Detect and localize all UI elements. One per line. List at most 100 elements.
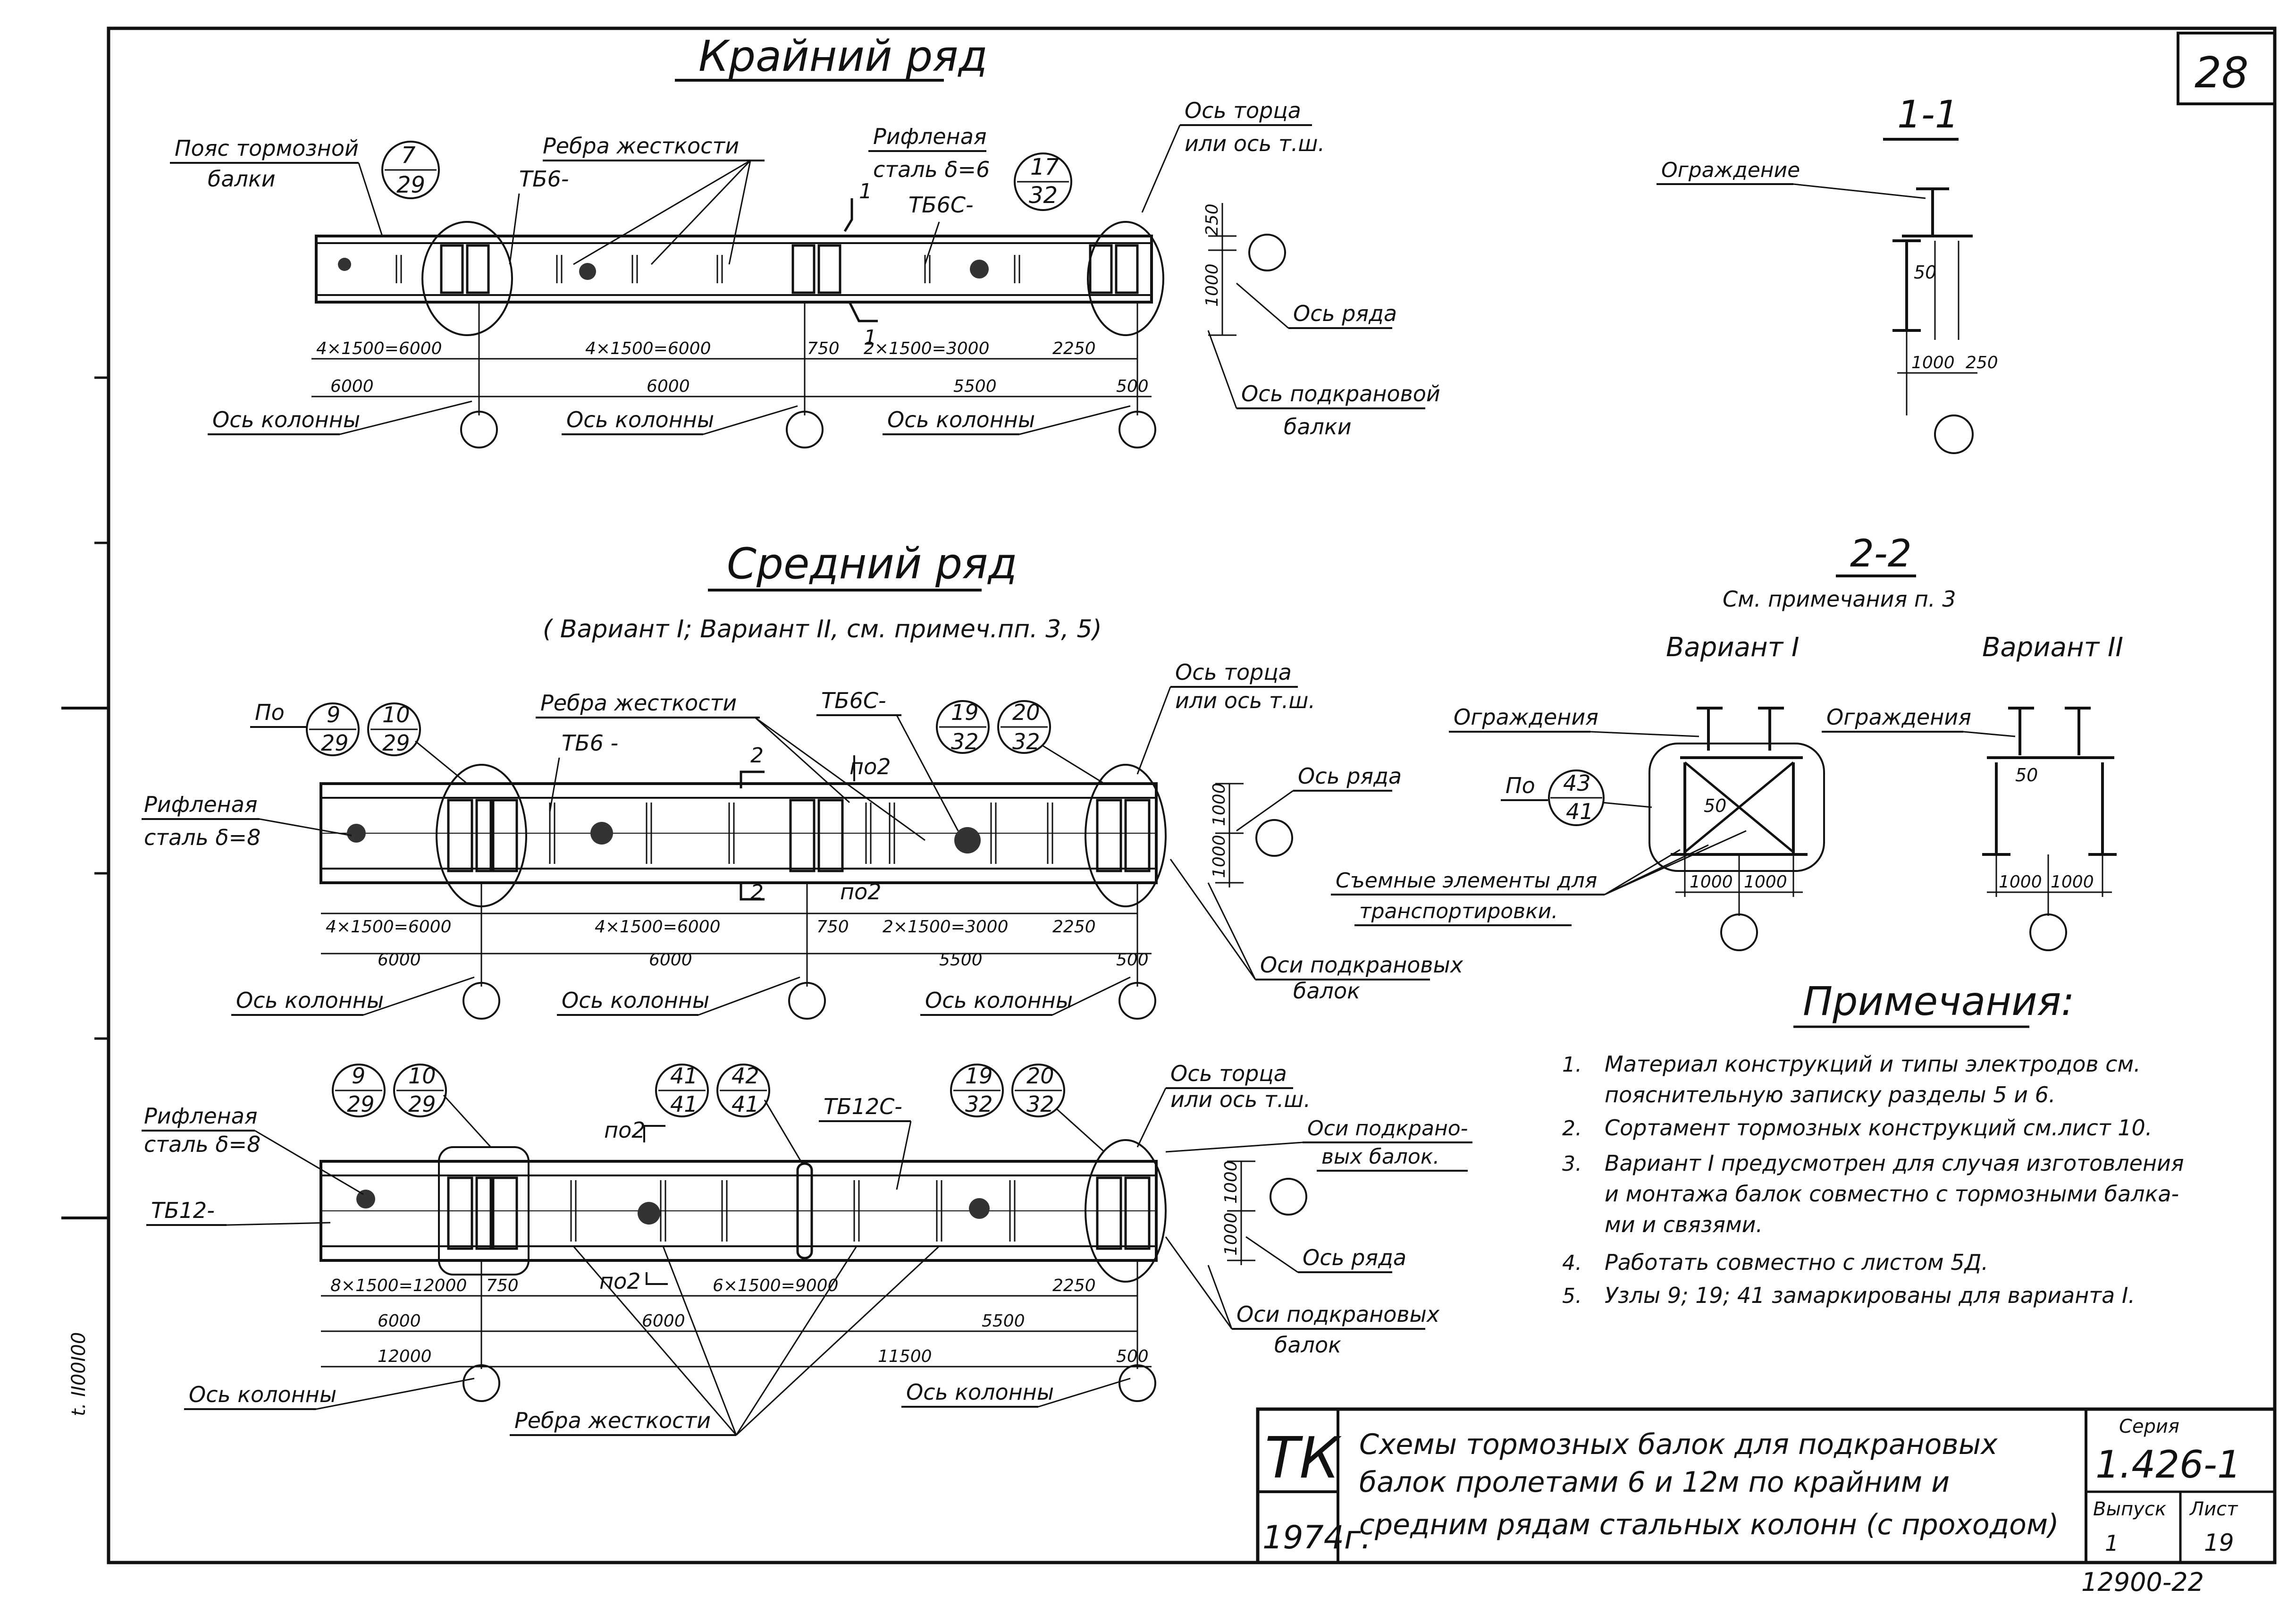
long-dim-top-1: 8×1500=12000 (330, 1276, 467, 1295)
edge-dim-bot-1: 6000 (330, 377, 374, 396)
node-callout-20-32-b: 20 32 (1011, 1063, 1065, 1117)
edge-row-title: Крайний ряд (698, 32, 988, 81)
mid-dim-top-1: 4×1500=6000 (326, 917, 451, 937)
section-2-2: 2-2 См. примечания п. 3 Вариант I Вариан… (1331, 532, 2123, 951)
note-number: 4. (1562, 1251, 1582, 1275)
long-col-axis-2: Ось колонны (906, 1379, 1054, 1405)
node-callout-19-32: 19 32 (936, 700, 990, 754)
section-2-2-fence-1: Ограждения (1454, 704, 1598, 730)
long-dim-top-3: 6×1500=9000 (713, 1276, 838, 1295)
edge-dim-top-2: 4×1500=6000 (585, 339, 711, 358)
long-tb12-label: ТБ12- (151, 1198, 215, 1223)
note-line: пояснительную записку разделы 5 и 6. (1605, 1082, 2056, 1107)
edge-dim-bot-2: 6000 (647, 377, 690, 396)
note-line: Вариант I предусмотрен для случая изгото… (1605, 1150, 2184, 1176)
axis-bubbles (460, 234, 1286, 448)
edge-belt-label: Пояс тормозной (175, 135, 359, 161)
mid-dim-top-4: 2×1500=3000 (883, 917, 1008, 937)
mid-dim-top-3: 750 (816, 917, 849, 937)
title-block-issue: 1 (2105, 1530, 2119, 1556)
node-callout-9-29-b: 9 29 (332, 1063, 386, 1117)
edge-section-mark-b: 1 (864, 326, 877, 350)
node-bottom: 41 (732, 1091, 759, 1117)
long-dim-bot-3: 500 (1116, 1347, 1149, 1366)
notes-title: Примечания: (1803, 978, 2075, 1024)
mid-dim-bot-2: 6000 (649, 950, 692, 970)
bottom-stamp: 12900-22 (2081, 1567, 2204, 1597)
section-2-2-variant-2: Вариант II (1982, 632, 2123, 663)
node-top: 20 (1026, 1063, 1054, 1089)
section-2-2-variant-1-drawing: Ограждения 50 По 43 (1331, 704, 1825, 951)
section-2-2-po: По (1505, 773, 1535, 798)
edge-dim-top-3: 750 (807, 339, 840, 358)
section-2-2-removable: Съемные элементы для (1336, 869, 1597, 893)
edge-col-axis-3: Ось колонны (887, 407, 1035, 432)
mid-section-top: 2 (750, 744, 764, 768)
node-callout-7-29: 7 29 (381, 141, 440, 199)
long-section-top-po: по2 (604, 1117, 646, 1143)
node-top: 7 (401, 142, 416, 169)
mid-col-axis-3: Ось колонны (925, 988, 1073, 1013)
edge-row-section: Крайний ряд (170, 32, 1440, 448)
title-block-line-2: балок пролетами 6 и 12м по крайним и (1359, 1466, 1950, 1499)
edge-dim-1000: 1000 (1203, 263, 1222, 307)
mid-dim-right-2: 1000 (1210, 835, 1229, 878)
mid-dim-right-1: 1000 (1210, 783, 1229, 826)
margin-mark: t. II00I00 (68, 1332, 90, 1416)
title-block-line-3: средним рядам стальных колонн (с проходо… (1359, 1508, 2059, 1541)
long-section-bot-po: по2 (599, 1268, 641, 1294)
mid-crane-axes-label: Оси подкрановых (1260, 952, 1463, 978)
mid-row-beam (320, 764, 1293, 1020)
mid-row-subtitle: ( Вариант I; Вариант II, см. примеч.пп. … (543, 615, 1102, 643)
section-2-2-gap-2: 50 (2015, 765, 2038, 786)
note-item-5: 5. Узлы 9; 19; 41 замаркированы для вари… (1562, 1283, 2135, 1308)
mid-plate-label: Рифленая (144, 792, 258, 817)
note-item-3: 3. Вариант I предусмотрен для случая изг… (1562, 1150, 2184, 1237)
title-block-year: 1974г. (1262, 1519, 1371, 1556)
title-block-org: ТК (1265, 1426, 1342, 1491)
node-callout-42-41: 42 41 (716, 1063, 770, 1117)
long-end-axis-label: Ось торца (1170, 1061, 1287, 1086)
title-block-series: 1.426-1 (2095, 1443, 2241, 1487)
edge-dim-top-1: 4×1500=6000 (316, 339, 442, 358)
node-bottom: 29 (382, 730, 410, 756)
section-1-1-fence: Ограждение (1661, 158, 1800, 182)
section-2-2-note: См. примечания п. 3 (1723, 586, 1956, 612)
title-block-sheet-label: Лист (2189, 1498, 2238, 1520)
note-number: 5. (1562, 1284, 1582, 1308)
section-1-1-title: 1-1 (1897, 93, 1959, 136)
note-item-4: 4. Работать совместно с листом 5Д. (1562, 1250, 1988, 1275)
edge-tb6c-label: ТБ6С- (908, 192, 974, 218)
mid-section-top-po: по2 (849, 754, 891, 779)
node-callout-43-41: 43 41 (1548, 769, 1605, 826)
mid-dim-top-2: 4×1500=6000 (595, 917, 720, 937)
mid-plate-label-2: сталь δ=8 (144, 825, 261, 850)
title-block-line-1: Схемы тормозных балок для подкрановых (1359, 1428, 1998, 1461)
mid-ribs-label: Ребра жесткости (540, 690, 737, 716)
edge-dims-top: 4×1500=6000 4×1500=6000 750 2×1500=3000 … (316, 339, 1096, 358)
node-bottom: 41 (1566, 799, 1594, 824)
mid-crane-axes-label-2: балок (1293, 978, 1360, 1004)
node-top: 9 (327, 702, 340, 727)
node-top: 10 (382, 702, 410, 727)
node-callout-19-32-b: 19 32 (950, 1063, 1004, 1117)
edge-dim-top-4: 2×1500=3000 (864, 339, 989, 358)
edge-plate-label-2: сталь δ=6 (873, 157, 990, 182)
mid-col-axis-1: Ось колонны (236, 988, 384, 1013)
long-crane-axes-label-2: балок (1274, 1332, 1341, 1358)
node-callout-10-29: 10 29 (367, 702, 421, 756)
node-bottom: 32 (965, 1091, 993, 1117)
long-dim-mid-1: 6000 (378, 1311, 421, 1331)
long-end-axis-label-2: или ось т.ш. (1170, 1087, 1311, 1112)
edge-row-beam (315, 198, 1286, 448)
long-crane-axes-label: Оси подкрановых (1236, 1301, 1440, 1327)
long-tb12c-label: ТБ12С- (824, 1094, 902, 1119)
note-number: 2. (1562, 1116, 1582, 1141)
node-top: 19 (965, 1063, 993, 1089)
note-item-2: 2. Сортамент тормозных конструкций см.ли… (1562, 1115, 2152, 1141)
long-dim-right-2: 1000 (1221, 1212, 1241, 1256)
long-dim-bot-1: 12000 (378, 1347, 432, 1366)
long-plate-label-2: сталь δ=8 (144, 1132, 261, 1157)
edge-section-mark-a: 1 (859, 179, 872, 203)
edge-dim-bot-4: 500 (1116, 377, 1149, 396)
